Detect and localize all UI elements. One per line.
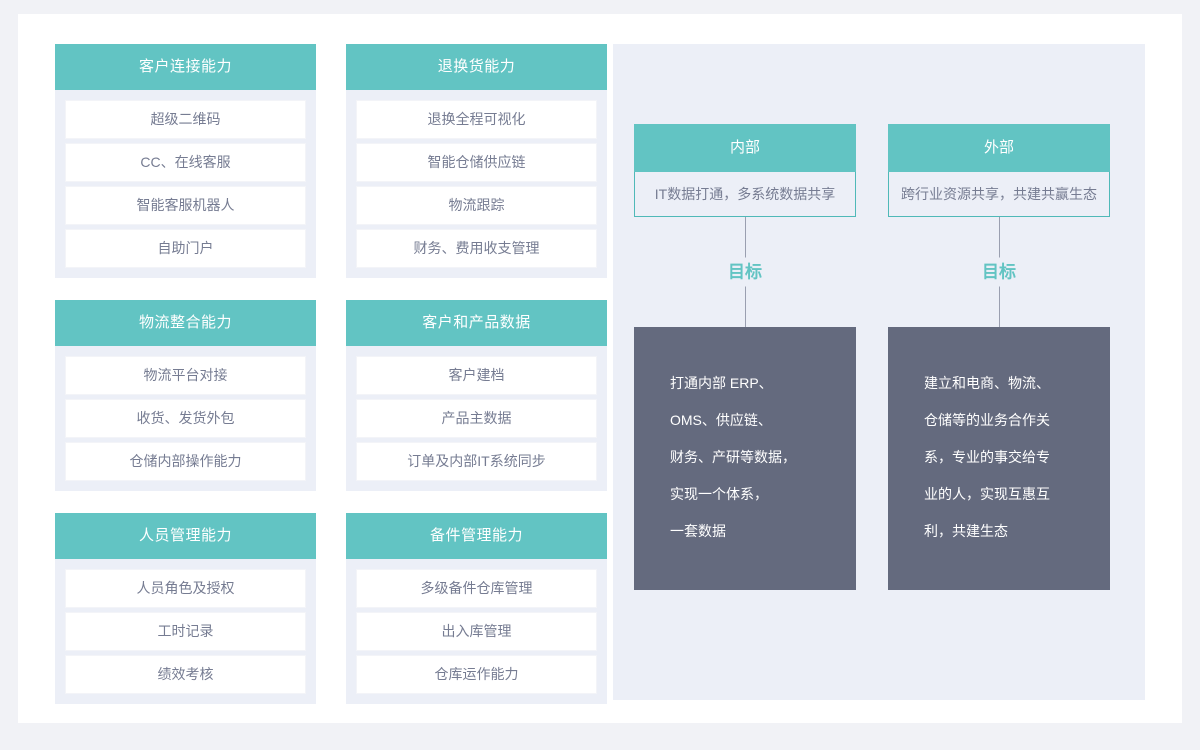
capability-item-list: 退换全程可视化 智能仓储供应链 物流跟踪 财务、费用收支管理 xyxy=(346,90,607,267)
capability-item-list: 客户建档 产品主数据 订单及内部IT系统同步 xyxy=(346,346,607,480)
goal-description-line: 业的人，实现互惠互 xyxy=(924,486,1050,502)
goal-connector: 目标 xyxy=(634,217,856,327)
page-container: 客户连接能力 超级二维码 CC、在线客服 智能客服机器人 自助门户 退换货能力 … xyxy=(18,14,1182,723)
capability-card-grid: 客户连接能力 超级二维码 CC、在线客服 智能客服机器人 自助门户 退换货能力 … xyxy=(55,44,607,704)
capability-item-list: 人员角色及授权 工时记录 绩效考核 xyxy=(55,559,316,693)
goal-description-line: 仓储等的业务合作关 xyxy=(924,412,1050,428)
capability-item[interactable]: 物流平台对接 xyxy=(66,357,305,394)
capability-item[interactable]: 智能客服机器人 xyxy=(66,187,305,224)
connector-label: 目标 xyxy=(719,257,771,287)
capability-item[interactable]: 工时记录 xyxy=(66,613,305,650)
capability-item[interactable]: 绩效考核 xyxy=(66,656,305,693)
goal-header: 外部 xyxy=(888,124,1110,172)
capability-item[interactable]: 出入库管理 xyxy=(357,613,596,650)
capability-card: 客户连接能力 超级二维码 CC、在线客服 智能客服机器人 自助门户 xyxy=(55,44,316,278)
capability-item[interactable]: 人员角色及授权 xyxy=(66,570,305,607)
goal-description: 建立和电商、物流、 仓储等的业务合作关 系，专业的事交给专 业的人，实现互惠互 … xyxy=(888,327,1110,590)
capability-card: 客户和产品数据 客户建档 产品主数据 订单及内部IT系统同步 xyxy=(346,300,607,491)
goal-description-line: 财务、产研等数据， xyxy=(670,449,796,465)
capability-card: 物流整合能力 物流平台对接 收货、发货外包 仓储内部操作能力 xyxy=(55,300,316,491)
capability-item[interactable]: 自助门户 xyxy=(66,230,305,267)
goals-panel: 内部 IT数据打通，多系统数据共享 目标 打通内部 ERP、 OMS、供应链、 … xyxy=(613,44,1145,700)
goal-description: 打通内部 ERP、 OMS、供应链、 财务、产研等数据， 实现一个体系， 一套数… xyxy=(634,327,856,590)
capability-item[interactable]: CC、在线客服 xyxy=(66,144,305,181)
goal-column-external: 外部 跨行业资源共享，共建共赢生态 目标 建立和电商、物流、 仓储等的业务合作关… xyxy=(888,124,1110,590)
goal-header: 内部 xyxy=(634,124,856,172)
capability-card: 人员管理能力 人员角色及授权 工时记录 绩效考核 xyxy=(55,513,316,704)
capability-item-list: 物流平台对接 收货、发货外包 仓储内部操作能力 xyxy=(55,346,316,480)
goal-description-line: 打通内部 ERP、 xyxy=(670,375,773,391)
capability-item[interactable]: 订单及内部IT系统同步 xyxy=(357,443,596,480)
capability-item-list: 超级二维码 CC、在线客服 智能客服机器人 自助门户 xyxy=(55,90,316,267)
capability-card: 备件管理能力 多级备件仓库管理 出入库管理 仓库运作能力 xyxy=(346,513,607,704)
goal-subtitle: IT数据打通，多系统数据共享 xyxy=(634,172,856,217)
capability-card-title: 退换货能力 xyxy=(346,44,607,90)
capability-card-title: 备件管理能力 xyxy=(346,513,607,559)
capability-item[interactable]: 仓储内部操作能力 xyxy=(66,443,305,480)
capability-card-title: 物流整合能力 xyxy=(55,300,316,346)
capability-item-list: 多级备件仓库管理 出入库管理 仓库运作能力 xyxy=(346,559,607,693)
goal-description-line: 建立和电商、物流、 xyxy=(924,375,1050,391)
capability-item[interactable]: 客户建档 xyxy=(357,357,596,394)
capability-item[interactable]: 退换全程可视化 xyxy=(357,101,596,138)
goal-description-line: OMS、供应链、 xyxy=(670,412,772,428)
capability-item[interactable]: 财务、费用收支管理 xyxy=(357,230,596,267)
capability-item[interactable]: 产品主数据 xyxy=(357,400,596,437)
goal-column-internal: 内部 IT数据打通，多系统数据共享 目标 打通内部 ERP、 OMS、供应链、 … xyxy=(634,124,856,590)
goal-description-line: 系，专业的事交给专 xyxy=(924,449,1050,465)
capability-card-title: 人员管理能力 xyxy=(55,513,316,559)
goal-subtitle: 跨行业资源共享，共建共赢生态 xyxy=(888,172,1110,217)
goal-description-line: 一套数据 xyxy=(670,523,726,539)
capability-item[interactable]: 仓库运作能力 xyxy=(357,656,596,693)
capability-item[interactable]: 智能仓储供应链 xyxy=(357,144,596,181)
capability-item[interactable]: 超级二维码 xyxy=(66,101,305,138)
capability-card-title: 客户和产品数据 xyxy=(346,300,607,346)
capability-item[interactable]: 收货、发货外包 xyxy=(66,400,305,437)
capability-card: 退换货能力 退换全程可视化 智能仓储供应链 物流跟踪 财务、费用收支管理 xyxy=(346,44,607,278)
capability-card-title: 客户连接能力 xyxy=(55,44,316,90)
goal-description-line: 利，共建生态 xyxy=(924,523,1008,539)
capability-item[interactable]: 多级备件仓库管理 xyxy=(357,570,596,607)
goal-description-line: 实现一个体系， xyxy=(670,486,768,502)
connector-label: 目标 xyxy=(973,257,1025,287)
capability-item[interactable]: 物流跟踪 xyxy=(357,187,596,224)
goal-connector: 目标 xyxy=(888,217,1110,327)
